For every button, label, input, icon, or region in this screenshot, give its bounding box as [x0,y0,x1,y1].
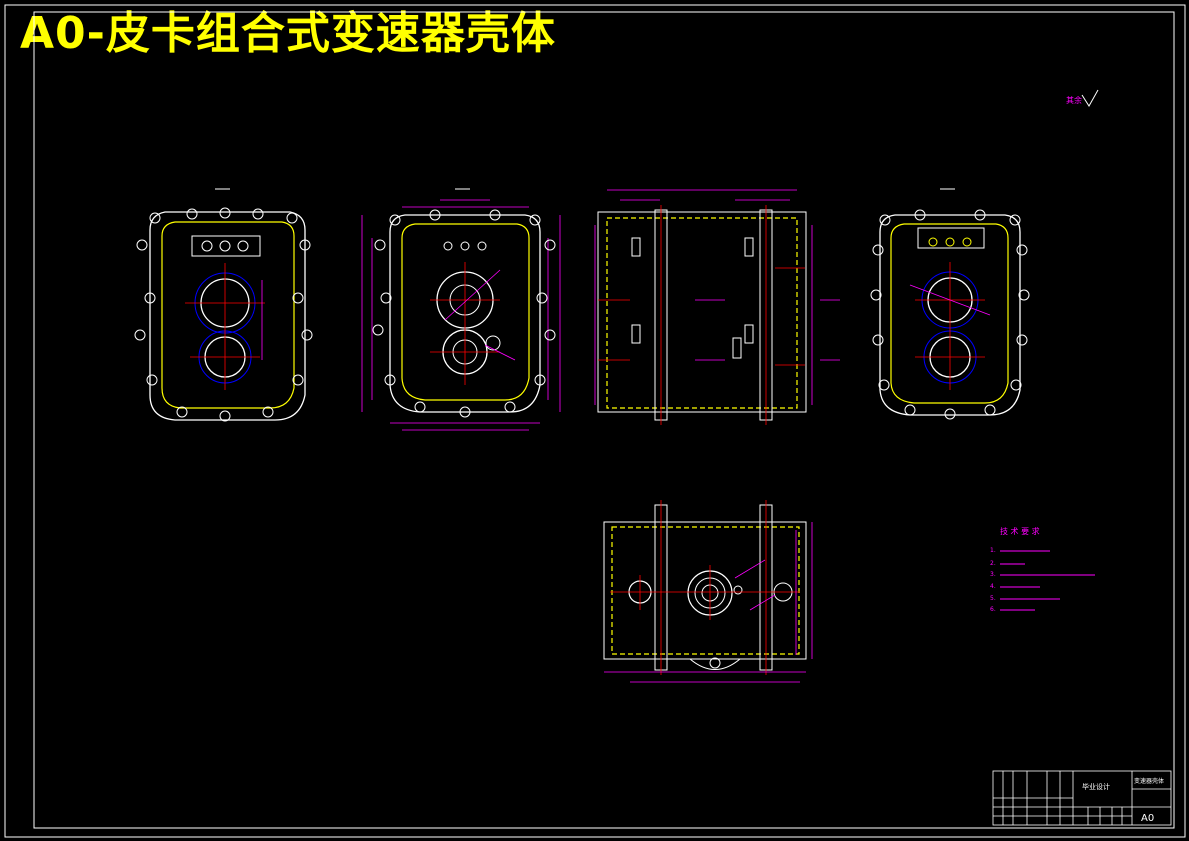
right-side-view [870,188,1030,420]
drawing-frame [33,11,1175,829]
tech-requirement-item: 2. [990,560,996,567]
tech-requirement-item: 5. [990,595,996,602]
title-block [992,770,1172,826]
technical-requirements: 技 术 要 求 1. 2. 3. 4. 5. 6. [990,526,1095,613]
title-block-drawing-name: 变速器壳体 [1134,777,1164,785]
tech-requirement-item: 4. [990,583,996,590]
title-block-size: A0 [1141,813,1154,824]
tech-requirement-item: 6. [990,606,996,613]
top-view [603,500,813,683]
title-block-project: 毕业设计 [1082,782,1110,791]
front-section-view [594,189,840,425]
surface-mark-text: 其余 [1066,95,1082,105]
tech-requirement-item: 1. [990,547,996,554]
tech-requirements-heading: 技 术 要 求 [1000,526,1040,536]
left-side-view [134,188,313,422]
drawing-title: A0-皮卡组合式变速器壳体 [20,8,556,59]
surface-finish-mark: 其余 [1066,89,1099,107]
drawing-border [4,4,1186,838]
section-view-a [361,188,561,431]
tech-requirement-item: 3. [990,571,996,578]
